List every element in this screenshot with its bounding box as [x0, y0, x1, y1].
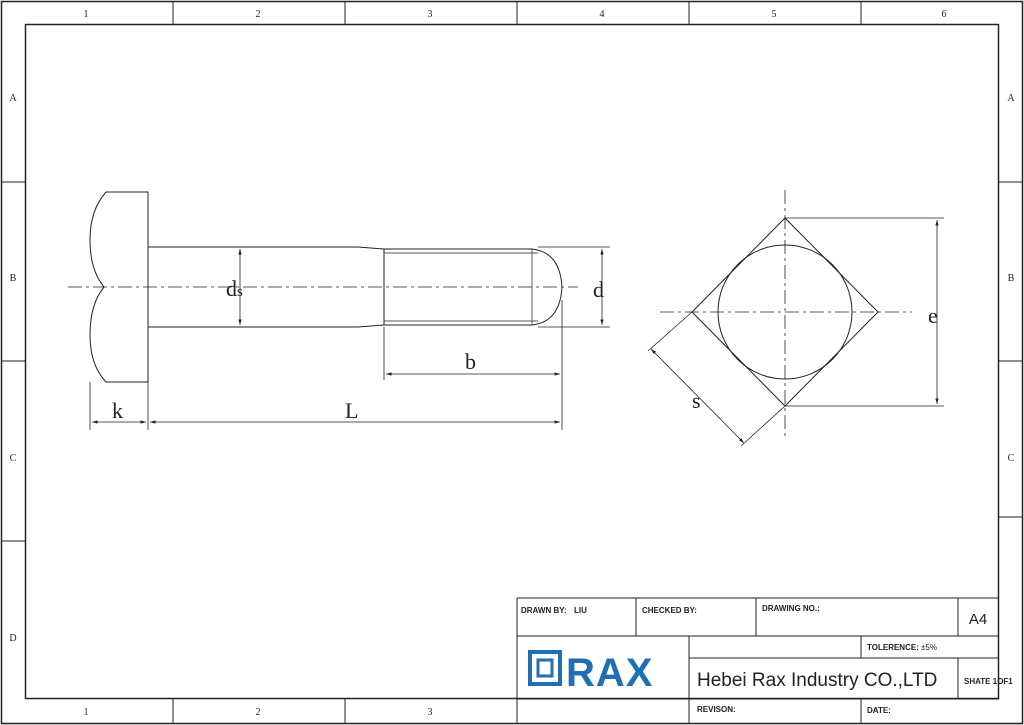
col-marker: 3 — [428, 9, 433, 20]
sheet-label: SHATE 1OF1 — [964, 677, 1013, 686]
date-label: DATE: — [867, 706, 891, 715]
row-marker: A — [1007, 93, 1015, 104]
dim-label-k: k — [112, 398, 123, 423]
checked-by-label: CHECKED BY: — [642, 606, 697, 615]
col-marker: 3 — [428, 707, 433, 718]
revision-label: REVISON: — [697, 705, 736, 714]
end-view-dimensions — [647, 217, 944, 447]
sheet-size: A4 — [969, 611, 987, 628]
row-marker: C — [10, 453, 17, 464]
row-marker: B — [1008, 273, 1015, 284]
dim-label-s: s — [692, 388, 701, 413]
dim-label-b: b — [465, 349, 476, 374]
col-marker: 2 — [256, 9, 261, 20]
drawn-by-label: DRAWN BY: — [521, 606, 567, 615]
row-marker: C — [1008, 453, 1015, 464]
tolerance-label: TOLERENCE: — [867, 643, 919, 652]
bolt-side-view — [68, 191, 578, 383]
tolerance-value: ±5% — [921, 643, 937, 652]
drawing-no-label: DRAWING NO.: — [762, 604, 820, 613]
dim-label-d: d — [593, 277, 604, 302]
row-marker: D — [9, 633, 16, 644]
logo-text: RAX — [566, 651, 653, 695]
col-marker: 6 — [942, 9, 947, 20]
dim-label-L: L — [345, 398, 358, 423]
row-marker: A — [9, 93, 17, 104]
dim-label-e: e — [928, 303, 938, 328]
row-marker: B — [10, 273, 17, 284]
rax-logo: RAX — [528, 650, 653, 695]
col-marker: 1 — [84, 707, 89, 718]
col-marker: 4 — [600, 9, 605, 20]
col-marker: 2 — [256, 707, 261, 718]
title-block — [516, 597, 999, 723]
company-name: Hebei Rax Industry CO.,LTD — [697, 670, 937, 691]
drawn-by-value: LIU — [574, 606, 587, 615]
col-marker: 5 — [772, 9, 777, 20]
col-marker: 1 — [84, 9, 89, 20]
side-view-dimensions — [89, 246, 610, 430]
dim-label-ds: ds — [226, 276, 243, 301]
